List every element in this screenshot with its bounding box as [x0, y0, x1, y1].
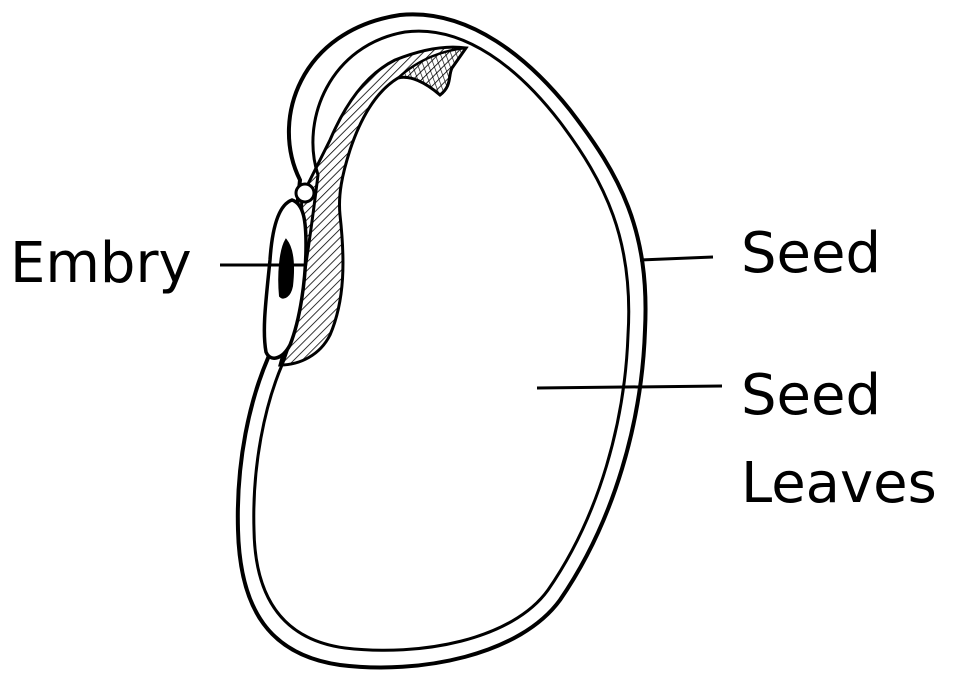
embryo-top-knob	[296, 184, 314, 202]
embryo-label: Embry	[10, 232, 192, 296]
seed-leaves-leader-line	[537, 386, 722, 388]
seed-leaves-label-line1: Seed	[741, 364, 881, 428]
seed-leaves-label-line2: Leaves	[741, 452, 937, 516]
seed-coat-label: Seed	[741, 222, 881, 286]
seed-coat-leader-line	[640, 257, 713, 260]
